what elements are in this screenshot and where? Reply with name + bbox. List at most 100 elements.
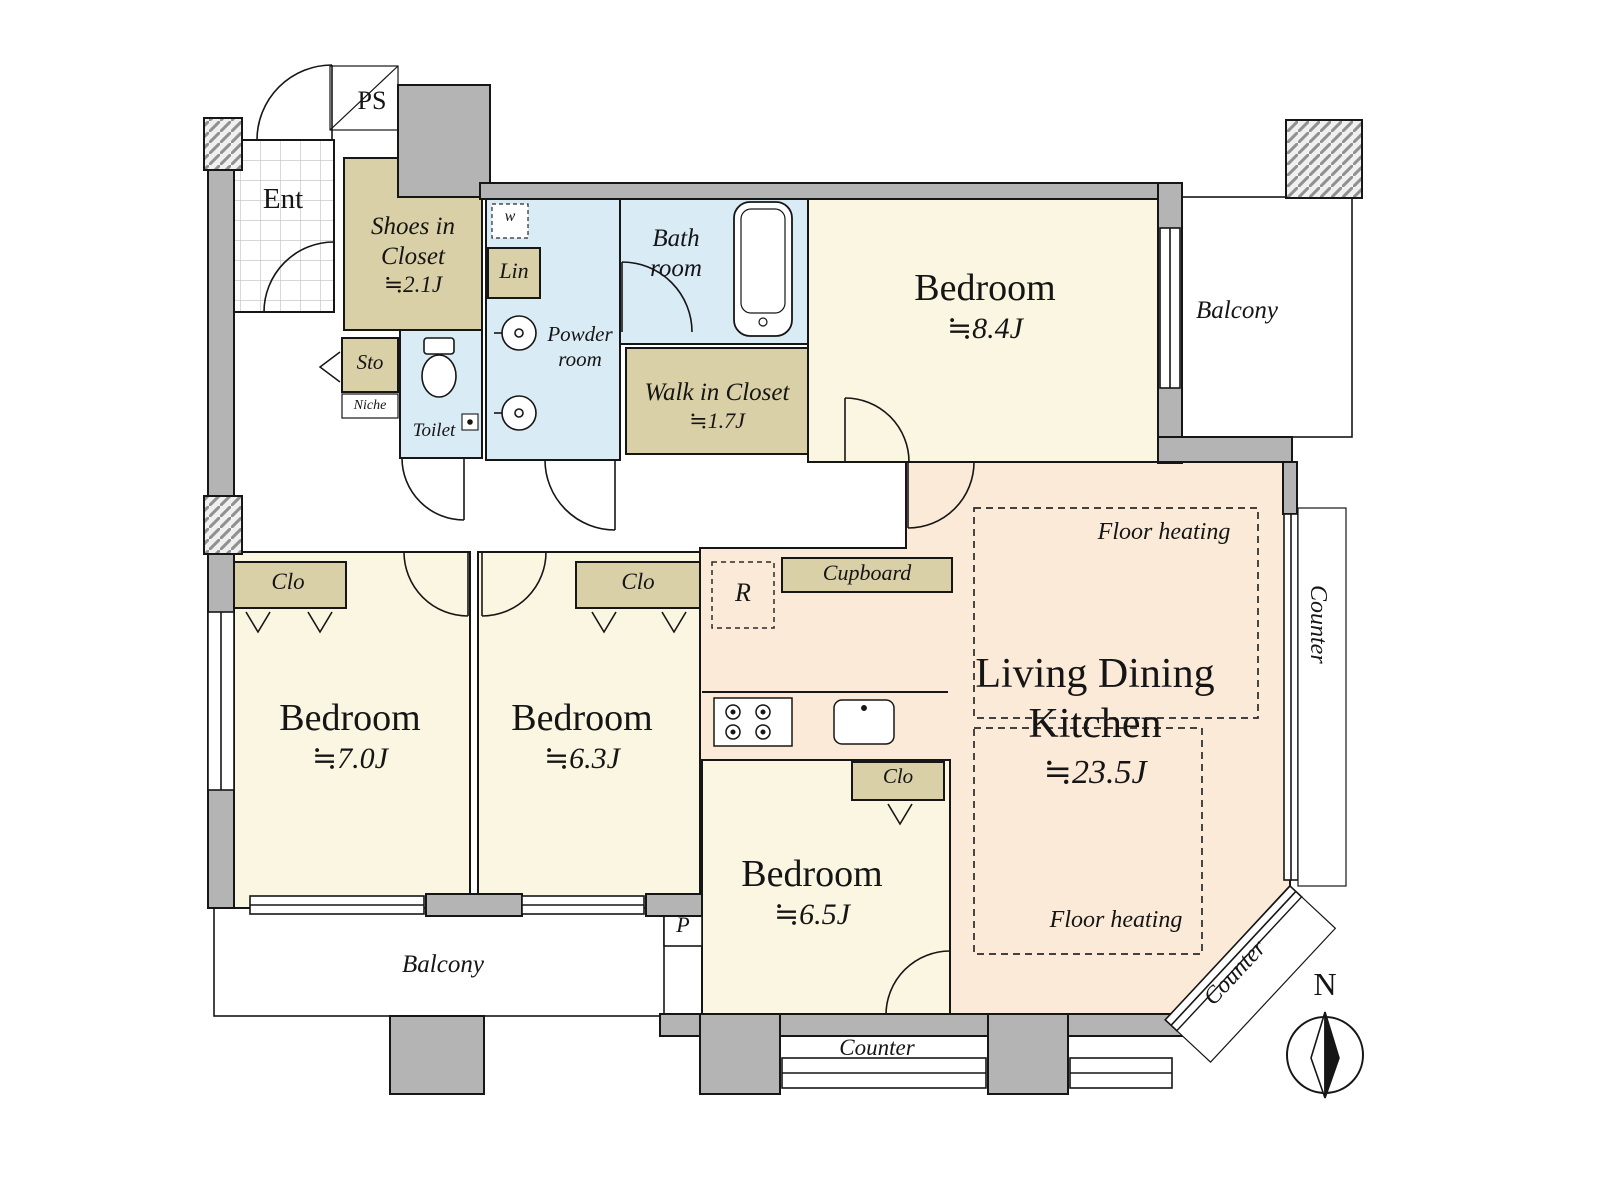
closet-bedroom63-area [575,561,701,609]
counter-bottom-label: Counter [839,1035,915,1060]
ldk-size: ≒23.5J [1043,754,1147,792]
bedroom-70-name: Bedroom [279,697,421,739]
washbasin-icon-2 [494,395,537,431]
shoes-line1: Shoes in [370,213,456,240]
floor-heating-top-area [973,507,1259,719]
bedroom-65-label: Bedroom ≒6.5J [692,852,932,932]
door-ldk [907,461,975,529]
wall-pillar-top-left [397,84,491,198]
bedroom-84-name: Bedroom [914,267,1056,309]
wall-ldk-northeast [1157,436,1293,463]
storage-area [341,337,399,393]
closet-bedroom65-label: Clo [882,764,914,788]
bedroom-63-label: Bedroom ≒6.3J [462,696,702,776]
fixtures [421,201,895,747]
windows [207,227,1347,1089]
counter-right-label: Counter [1305,585,1331,664]
door-storage-fold [318,351,341,383]
door-entrance [256,64,333,141]
door-bedroom70 [403,551,469,617]
floor-heating-bottom-label: Floor heating [1049,907,1183,933]
hanger-icon [887,803,913,826]
storage-label: Sto [356,350,384,374]
bedroom-84-area [807,195,1161,463]
niche-area [341,393,399,419]
door-bedroom84 [844,397,910,463]
wic-name: Walk in Closet [644,379,790,406]
bedroom-70-label: Bedroom ≒7.0J [230,696,470,776]
linen-closet-area [487,247,541,299]
bedroom-63-size: ≒6.3J [544,741,620,775]
bedroom-84-label: Bedroom ≒8.4J [860,266,1110,346]
floor-heating-bottom-area [973,727,1203,955]
door-powder-room [544,459,616,531]
bath-line2: room [650,254,702,282]
kitchen-sink-icon [833,699,895,745]
ldk-label: Living Dining Kitchen ≒23.5J [945,650,1245,793]
door-toilet [401,457,465,521]
doors [256,64,975,1016]
compass-north-label: N [1313,966,1337,1002]
wall-top [479,182,1179,200]
entrance-area [231,139,335,313]
cupboard-area [781,557,953,593]
balcony-right-area [1177,196,1353,438]
door-bedroom65 [885,950,951,1016]
hatch-pillar-top-right [1285,119,1363,199]
wall-right-of-bedroom63-window [645,893,703,917]
hatched-walls [203,117,1363,555]
closet-hangers [245,611,913,826]
door-hall-ent [263,241,335,313]
wall-pillar-balcony [389,1015,485,1095]
bath-line1: Bath [652,225,700,252]
bedroom-65-name: Bedroom [741,853,883,895]
bedroom-65-size: ≒6.5J [774,897,850,931]
door-bathroom [621,261,693,333]
hanger-icon [661,611,687,634]
linen-label: Lin [499,258,529,283]
powder-line2: room [558,346,602,371]
bedroom-70-area [227,551,471,909]
ldk-line2: Kitchen [1028,700,1162,747]
wall-pillar-bottom-2 [987,1013,1069,1095]
balcony-right-label: Balcony [1196,297,1278,324]
balcony-bottom-area [213,907,665,1017]
shoes-line2: Closet [381,242,445,270]
bedroom-63-name: Bedroom [511,697,653,739]
wall-ldk-east-stub [1282,461,1298,515]
closet-bedroom70-area [229,561,347,609]
powder-room-label: Powder room [538,322,622,372]
wall-pillar-bottom-1 [699,1013,781,1095]
hanger-icon [307,611,333,634]
closet-bedroom65-area [851,761,945,801]
shoes-in-closet-label: Shoes in Closet ≒2.1J [344,212,482,298]
bedroom-70-size: ≒7.0J [312,741,388,775]
stove-icon [713,697,793,747]
window-ldk-diagonal [1164,884,1337,1063]
cupboard-label: Cupboard [822,560,912,585]
hatch-top-left [203,117,243,171]
washer-space [491,203,529,239]
niche-label: Niche [353,398,387,413]
dashed-items [491,203,1259,955]
counter-diagonal-area [1176,896,1337,1063]
floor-heating-top-label: Floor heating [1097,519,1231,545]
hanger-icon [245,611,271,634]
toilet-icon [421,337,479,431]
toilet-label: Toilet [412,420,456,441]
hanger-icon [591,611,617,634]
pipe-shaft-diagonal [329,65,399,131]
pipe-space-p-label: P [676,912,690,937]
bathroom-label: Bath room [628,224,724,283]
bathtub-icon [733,201,793,337]
powder-line1: Powder [547,322,613,346]
bedroom-84-size: ≒8.4J [947,311,1023,345]
wic-size: ≒1.7J [689,407,745,433]
ps-label: PS [357,86,387,115]
compass-icon [1286,1011,1364,1099]
walk-in-closet-area [625,347,809,455]
refrigerator-label: R [735,578,751,607]
refrigerator-space [711,561,775,629]
walk-in-closet-label: Walk in Closet ≒1.7J [626,378,808,433]
shoes-size: ≒2.1J [383,272,443,297]
